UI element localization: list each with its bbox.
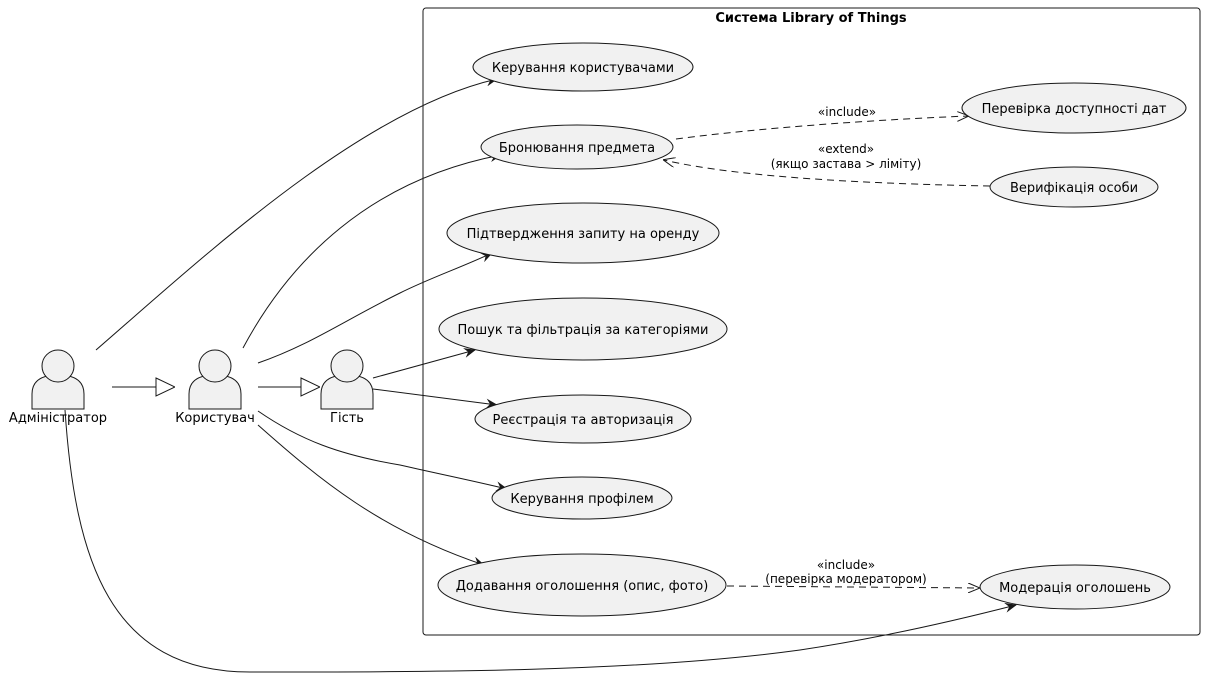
admin-moderation-link (64, 409, 1017, 673)
use-case-register[interactable]: Реєстрація та авторизація (474, 394, 692, 444)
use-case-label: Керування профілем (510, 492, 653, 507)
actor-label: Користувач (175, 411, 255, 426)
use-case-label: Модерація оголошень (999, 581, 1151, 596)
use-case-verify-person[interactable]: Верифікація особи (989, 166, 1159, 208)
user-booking-link (242, 152, 502, 349)
use-case-label: Перевірка доступності дат (982, 102, 1167, 117)
user-add-listing-link (257, 424, 485, 567)
use-case-manage-users[interactable]: Керування користувачами (472, 42, 694, 92)
use-case-label: Реєстрація та авторизація (492, 413, 673, 428)
actor-label: Адміністратор (9, 411, 107, 426)
use-case-label: Додавання оголошення (опис, фото) (456, 579, 709, 594)
use-case-check-dates[interactable]: Перевірка доступності дат (961, 82, 1187, 134)
actor-user[interactable]: Користувач (175, 349, 255, 426)
use-case-label: Керування користувачами (492, 61, 674, 76)
use-case-profile[interactable]: Керування профілем (491, 476, 673, 520)
user-profile-link (257, 410, 508, 492)
system-title: Система Library of Things (715, 11, 907, 26)
listing-include-label: «include» (817, 558, 875, 572)
listing-include-link (726, 586, 979, 588)
relation-labels: «include» «extend» (якщо застава > ліміт… (765, 105, 926, 586)
booking-include-link (675, 116, 968, 140)
user-confirm-link (257, 252, 493, 364)
use-case-label: Підтвердження запиту на оренду (467, 227, 700, 242)
use-case-label: Верифікація особи (1010, 181, 1138, 196)
guest-register-link (372, 388, 498, 409)
booking-extend-condition: (якщо застава > ліміту) (771, 157, 922, 171)
use-case-search[interactable]: Пошук та фільтрація за категоріями (438, 297, 728, 361)
actor-icon (320, 349, 374, 410)
booking-extend-label: «extend» (818, 142, 874, 156)
use-case-booking[interactable]: Бронювання предмета (480, 124, 674, 170)
booking-extend-link (664, 160, 991, 187)
use-case-confirm-request[interactable]: Підтвердження запиту на оренду (446, 202, 720, 264)
booking-include-label: «include» (818, 105, 876, 119)
use-case-moderation[interactable]: Модерація оголошень (979, 564, 1171, 610)
use-case-label: Бронювання предмета (499, 141, 655, 156)
actor-guest[interactable]: Гість (320, 349, 374, 426)
actor-icon (31, 349, 85, 410)
admin-manage-users-link (95, 76, 498, 351)
use-case-label: Пошук та фільтрація за категоріями (458, 323, 709, 338)
use-case-add-listing[interactable]: Додавання оголошення (опис, фото) (437, 553, 727, 617)
actor-admin[interactable]: Адміністратор (9, 349, 107, 426)
guest-search-link (372, 348, 476, 379)
system-boundary: Система Library of Things (422, 7, 1201, 636)
actor-label: Гість (330, 411, 364, 426)
listing-include-condition: (перевірка модератором) (765, 572, 926, 586)
connectors (64, 76, 1017, 673)
actor-icon (188, 349, 242, 410)
